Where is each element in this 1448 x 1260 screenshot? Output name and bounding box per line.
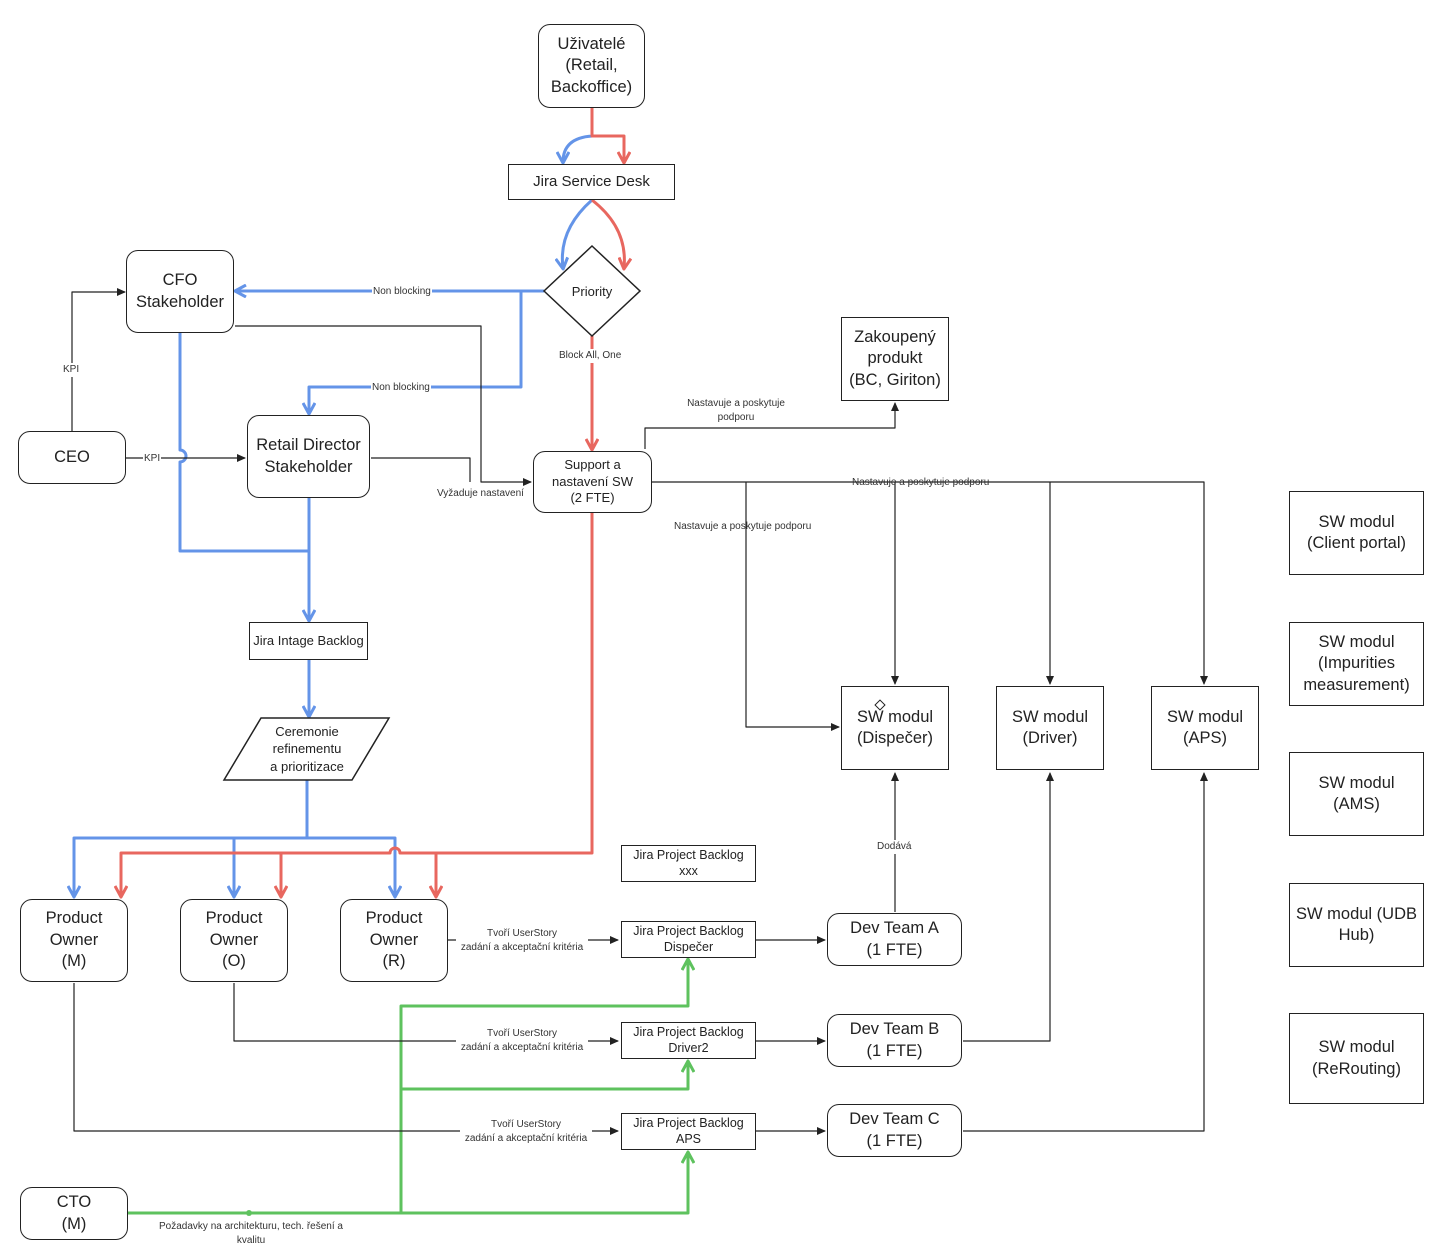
- node-product-owner-m[interactable]: Product Owner (M): [20, 899, 128, 982]
- node-ceremonie-label: Ceremonie refinementu a prioritizace: [270, 723, 344, 774]
- edge-devb-to-driver: [963, 772, 1054, 1042]
- edge-uzivatele-to-jsd-red: [590, 108, 624, 162]
- edge-cto-requirements: [128, 1153, 688, 1215]
- edge-support-to-po: [121, 513, 594, 896]
- edge-cto-to-dispecer: [399, 960, 688, 1213]
- node-jira-project-backlog-xxx[interactable]: Jira Project Backlog xxx: [621, 845, 756, 882]
- label-non-blocking-retail: Non blocking: [371, 381, 431, 395]
- label-block-all: Block All, One: [558, 349, 623, 363]
- edge-support-to-dispecer-side: [745, 482, 840, 731]
- label-vyzaduje-nastaveni: Vyžaduje nastavení: [436, 487, 525, 501]
- edge-ceremonie-to-po-r: [307, 836, 395, 896]
- edge-support-to-zakoupeny: [644, 402, 899, 449]
- edge-retail-to-support: [371, 457, 471, 482]
- edge-ceo-to-cfo: [71, 288, 126, 431]
- node-cto[interactable]: CTO (M): [20, 1187, 128, 1240]
- edge-support-to-modules: [652, 481, 1208, 685]
- node-dev-team-a[interactable]: Dev Team A (1 FTE): [827, 913, 962, 966]
- edge-po-m-to-jpb-aps: [73, 983, 619, 1135]
- node-jira-intage-backlog[interactable]: Jira Intage Backlog: [249, 622, 368, 660]
- node-product-owner-o[interactable]: Product Owner (O): [180, 899, 288, 982]
- node-sw-ams[interactable]: SW modul (AMS): [1289, 752, 1424, 836]
- node-jira-project-backlog-driver2[interactable]: Jira Project Backlog Driver2: [621, 1022, 756, 1059]
- node-cfo[interactable]: CFO Stakeholder: [126, 250, 234, 333]
- edge-cfo-to-backlog: [178, 333, 309, 553]
- node-sw-dispecer[interactable]: SW modul (Dispečer): [841, 686, 949, 770]
- node-sw-client-portal[interactable]: SW modul (Client portal): [1289, 491, 1424, 575]
- edge-devc-to-aps: [963, 772, 1208, 1132]
- label-nastavuje-side: Nastavuje a poskytuje podporu: [674, 521, 812, 532]
- node-jira-project-backlog-dispecer[interactable]: Jira Project Backlog Dispečer: [621, 921, 756, 958]
- label-kpi-retail: KPI: [143, 452, 162, 466]
- node-jira-service-desk[interactable]: Jira Service Desk: [508, 164, 675, 200]
- node-uzivatele[interactable]: Uživatelé (Retail, Backoffice): [538, 24, 645, 108]
- edge-jsd-to-priority-red: [591, 198, 624, 268]
- node-ceo[interactable]: CEO: [18, 431, 126, 484]
- label-nastavuje-zakoupeny: Nastavuje a poskytuje podporu: [687, 398, 785, 423]
- node-retail-director[interactable]: Retail Director Stakeholder: [247, 415, 370, 498]
- node-dev-team-b[interactable]: Dev Team B (1 FTE): [827, 1014, 962, 1067]
- edge-uzivatele-to-jsd-blue: [563, 108, 594, 162]
- node-zakoupeny[interactable]: Zakoupený produkt (BC, Giriton): [841, 317, 949, 401]
- node-sw-rerouting[interactable]: SW modul (ReRouting): [1289, 1013, 1424, 1104]
- ceremonie-parallelogram[interactable]: [222, 717, 391, 781]
- edge-jsd-to-priority-blue: [562, 198, 593, 268]
- edge-priority-to-retail: [309, 291, 523, 413]
- node-dev-team-c[interactable]: Dev Team C (1 FTE): [827, 1104, 962, 1157]
- node-jira-project-backlog-aps[interactable]: Jira Project Backlog APS: [621, 1113, 756, 1150]
- label-kpi-cfo: KPI: [62, 363, 81, 377]
- node-priority-label: Priority: [571, 283, 613, 299]
- node-sw-udb-hub[interactable]: SW modul (UDB Hub): [1289, 883, 1424, 967]
- node-sw-impurities[interactable]: SW modul (Impurities measurement): [1289, 622, 1424, 706]
- label-dodava: Dodává: [876, 840, 913, 854]
- label-non-blocking-cfo: Non blocking: [372, 285, 432, 299]
- label-tvori-dispecer: Tvoří UserStory zadání a akceptační krit…: [456, 927, 588, 954]
- label-tvori-aps: Tvoří UserStory zadání a akceptační krit…: [460, 1118, 592, 1145]
- label-nastavuje-top: Nastavuje a poskytuje podporu: [852, 477, 990, 488]
- label-tvori-driver2: Tvoří UserStory zadání a akceptační krit…: [456, 1027, 588, 1054]
- node-support[interactable]: Support a nastavení SW (2 FTE): [533, 451, 652, 513]
- node-sw-aps[interactable]: SW modul (APS): [1151, 686, 1259, 770]
- node-sw-driver[interactable]: SW modul (Driver): [996, 686, 1104, 770]
- node-product-owner-r[interactable]: Product Owner (R): [340, 899, 448, 982]
- label-pozadavky: Požadavky na architekturu, tech. řešení …: [159, 1221, 343, 1246]
- edge-cto-to-driver2: [401, 1062, 688, 1091]
- priority-diamond[interactable]: [542, 244, 642, 338]
- edge-ceremonie-to-po: [74, 780, 309, 896]
- edge-cfo-to-support: [235, 325, 532, 486]
